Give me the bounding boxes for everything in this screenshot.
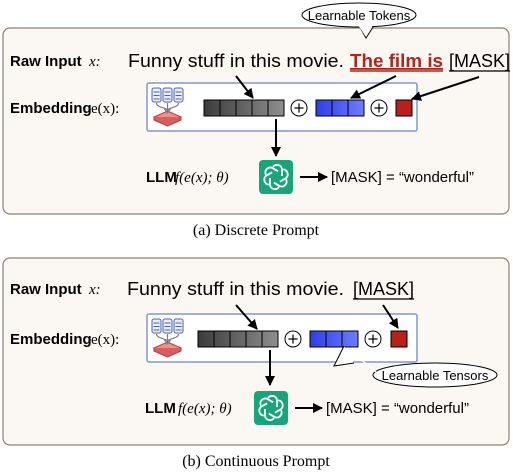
circled-plus-icon [284,330,302,348]
arrow-mask-to-embedding [411,76,480,101]
raw-input-label: Raw Input [10,53,82,70]
input-embedding-tokens [197,330,279,348]
learnable-tokens-callout: Learnable Tokens [301,2,417,39]
openai-logo-icon [258,159,294,195]
blue-token-bar [315,99,365,117]
circled-plus-icon [364,330,382,348]
blue-token-bar [309,330,359,348]
input-text: Funny stuff in this movie. [127,279,344,299]
embedding-math: e(x): [91,332,119,348]
circled-plus-icon [370,99,388,117]
panel-discrete: Raw Input x: Funny stuff in this movie. … [2,2,510,215]
raw-input-var: x: [88,54,101,70]
llm-label: LLM [146,169,177,186]
arrow-input-to-embedding [235,304,258,330]
caption-continuous: (b) Continuous Prompt [182,453,330,470]
arrow-mask-to-embedding [382,304,399,329]
mask-token: [MASK] [353,279,414,299]
prompt-text: The film is [350,51,443,71]
mask-embedding-token [390,330,408,348]
arrow-prompt-to-embedding [350,75,397,99]
input-text: Funny stuff in this movie. [128,51,344,71]
callout-text: Learnable Tensors [382,368,489,383]
prompt-embedding-tokens [315,99,365,117]
embedding-label: Embedding [10,100,92,117]
gray-token-bar [197,330,279,348]
panel-continuous: Raw Input x: Funny stuff in this movie. … [2,257,510,446]
embedding-label: Embedding [10,331,92,348]
continuous-prompt-tensors [309,330,359,348]
mask-embedding-token [395,99,413,117]
llm-math: f(e(x); θ) [175,170,229,186]
callout-text: Learnable Tokens [308,8,411,23]
raw-input-label: Raw Input [10,281,82,298]
learnable-tensors-callout: Learnable Tensors [333,345,498,388]
input-embedding-tokens [203,99,285,117]
output-text: [MASK] = “wonderful” [331,169,474,186]
llm-label: LLM [145,400,176,417]
embedding-box [146,313,418,363]
output-text: [MASK] = “wonderful” [326,400,469,417]
circled-plus-icon [290,99,308,117]
embedding-math: e(x): [91,101,119,117]
gray-token-bar [203,99,285,117]
raw-input-var: x: [88,282,101,298]
openai-logo-icon [253,390,289,426]
mask-token: [MASK] [449,51,510,71]
llm-math: f(e(x); θ) [178,401,232,417]
arrow-input-to-embedding [235,75,254,99]
caption-discrete: (a) Discrete Prompt [193,222,320,239]
